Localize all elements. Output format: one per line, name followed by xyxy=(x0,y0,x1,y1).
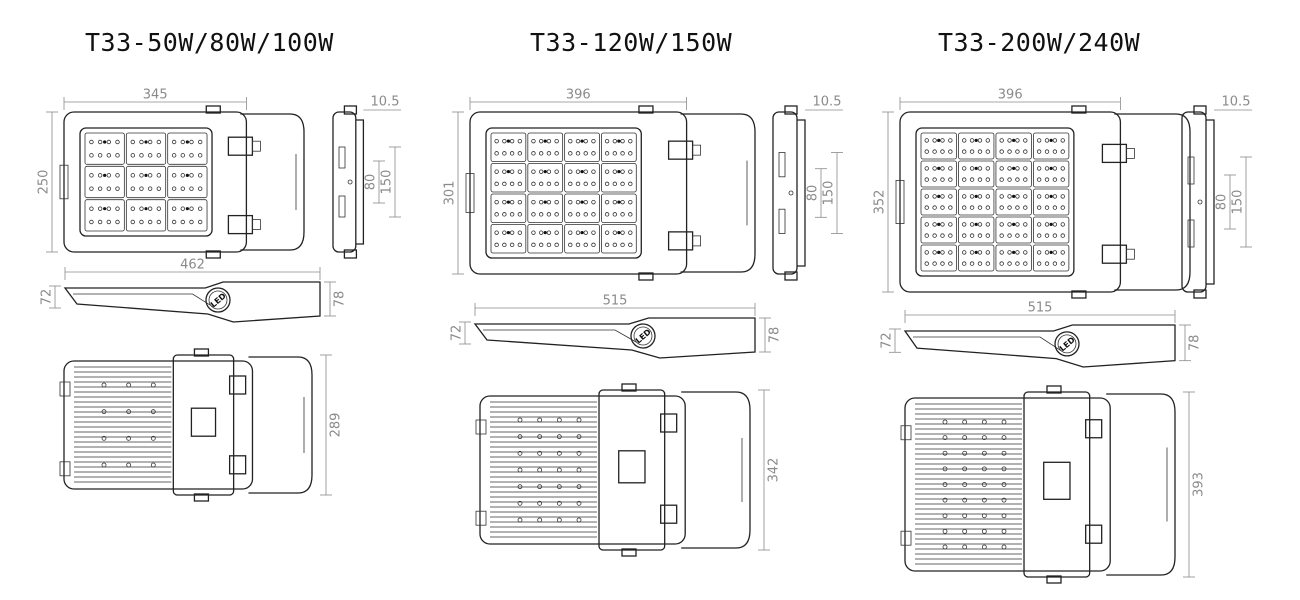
dim-side-outer-2: 150 xyxy=(822,181,837,206)
model-title-3: T33-200W/240W xyxy=(938,28,1141,57)
dim-top-width-2: 396 xyxy=(566,88,591,103)
dim-bottom-height-3: 393 xyxy=(1192,472,1207,497)
dim-side-outer-3: 150 xyxy=(1231,190,1246,215)
top-view-2: 396 301 xyxy=(443,88,756,281)
dim-side-offset-3: 10.5 xyxy=(1222,95,1251,110)
bottom-view-2: 342 xyxy=(475,383,782,557)
bottom-view-3: 393 xyxy=(900,385,1207,584)
dim-profile-left-1: 72 xyxy=(40,289,55,306)
dim-profile-right-2: 78 xyxy=(768,327,783,344)
model-title-2: T33-120W/150W xyxy=(530,28,733,57)
dim-profile-right-1: 78 xyxy=(333,291,348,308)
dim-side-inner-2: 80 xyxy=(806,185,821,202)
dim-bottom-height-2: 342 xyxy=(767,458,782,483)
dim-top-height-1: 250 xyxy=(37,170,52,195)
dim-side-inner-1: 80 xyxy=(364,174,379,191)
dim-profile-length-3: 515 xyxy=(1028,301,1053,316)
dim-side-outer-1: 150 xyxy=(380,170,395,195)
dim-side-inner-3: 80 xyxy=(1215,194,1230,211)
dim-top-width-3: 396 xyxy=(998,88,1023,103)
dim-profile-length-2: 515 xyxy=(603,294,628,309)
dim-profile-left-3: 72 xyxy=(880,332,895,349)
dim-top-height-3: 352 xyxy=(873,190,888,215)
top-view-3: 396 352 xyxy=(873,88,1191,299)
dim-top-width-1: 345 xyxy=(143,88,168,103)
dim-side-offset-2: 10.5 xyxy=(813,95,842,110)
dim-bottom-height-1: 289 xyxy=(329,413,344,438)
dim-profile-length-1: 462 xyxy=(180,258,205,273)
dim-top-height-2: 301 xyxy=(443,181,458,206)
dim-profile-right-3: 78 xyxy=(1188,335,1203,352)
top-view-1: 345 250 xyxy=(37,88,305,259)
dim-profile-left-2: 72 xyxy=(450,325,465,342)
model-title-1: T33-50W/80W/100W xyxy=(85,28,334,57)
dim-side-offset-1: 10.5 xyxy=(371,95,400,110)
bottom-view-1: 289 xyxy=(59,348,344,502)
